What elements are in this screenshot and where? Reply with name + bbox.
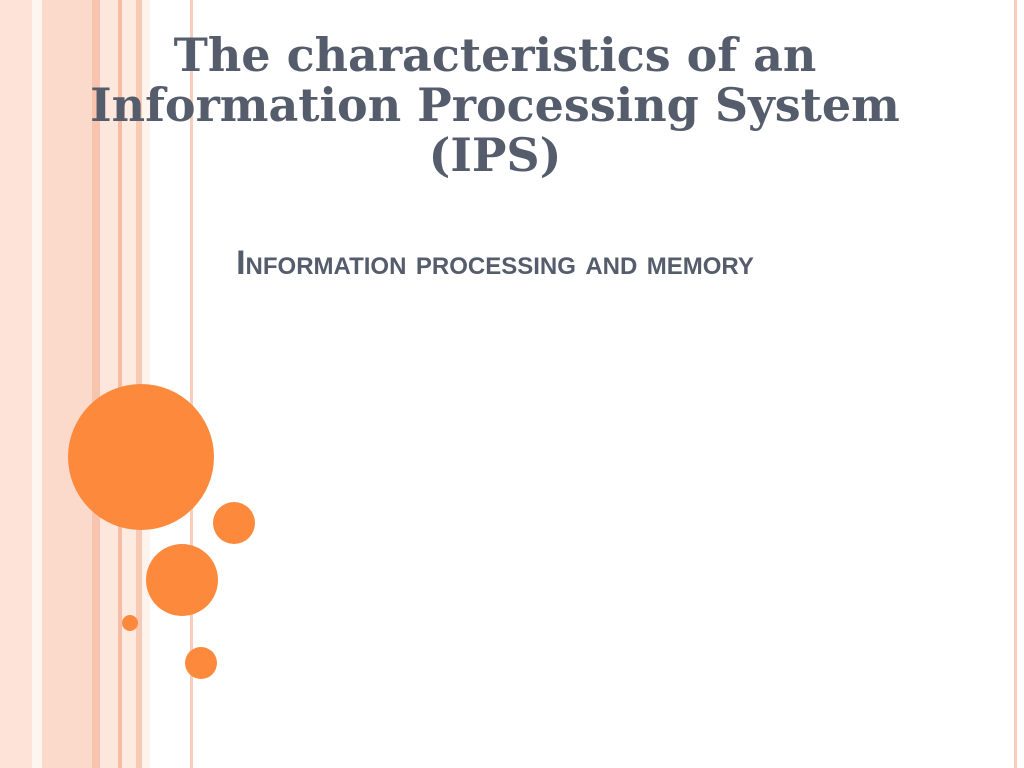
- decorative-stripe: [32, 0, 42, 768]
- decorative-circle-tiny: [122, 615, 138, 631]
- decorative-stripe: [92, 0, 100, 768]
- title-line: Information Processing System: [90, 78, 900, 132]
- decorative-circle-medium: [146, 544, 218, 616]
- decorative-circle-small: [213, 502, 255, 544]
- decorative-line: [1014, 0, 1017, 768]
- decorative-line: [190, 0, 193, 768]
- slide-subtitle: Information processing and memory: [236, 244, 754, 282]
- decorative-circle-large: [68, 384, 214, 530]
- decorative-stripe: [0, 0, 32, 768]
- decorative-stripe: [118, 0, 122, 768]
- decorative-circle-small: [185, 647, 217, 679]
- decorative-stripe: [100, 0, 118, 768]
- title-line: The characteristics of an: [173, 28, 817, 82]
- decorative-stripe: [42, 0, 92, 768]
- title-line: (IPS): [428, 128, 562, 182]
- slide-title: The characteristics of an Information Pr…: [60, 30, 930, 180]
